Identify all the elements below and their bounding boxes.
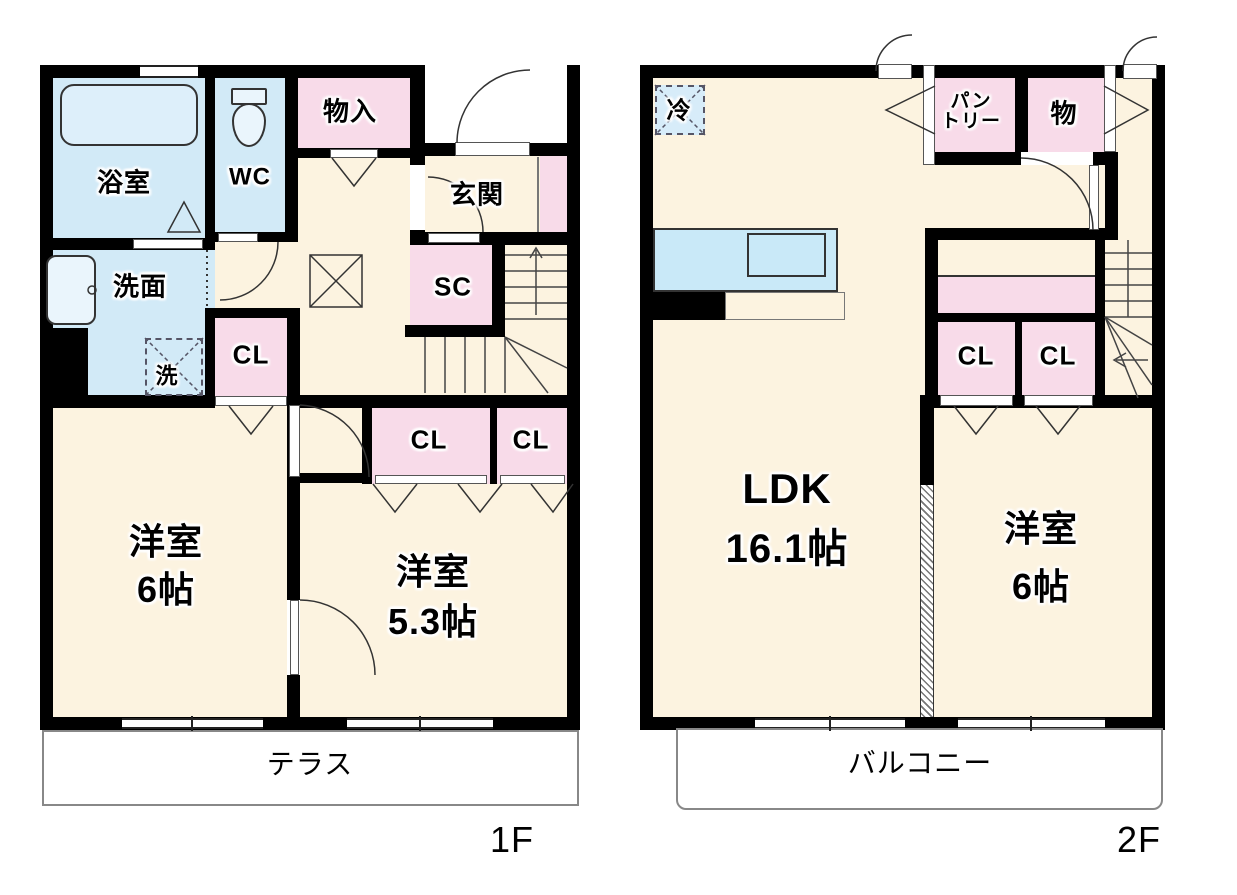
washer-label: 洗 bbox=[155, 363, 179, 389]
bedroom2-size-label: 5.3帖 bbox=[387, 601, 479, 643]
pantry-label-line2: トリー bbox=[940, 111, 1002, 132]
wall bbox=[490, 398, 497, 484]
wall bbox=[1095, 237, 1105, 395]
bedroom1-door-leaf bbox=[289, 405, 300, 477]
closet1-area bbox=[205, 308, 300, 398]
closet2f-1-door bbox=[940, 395, 1013, 406]
entrance-side-closet bbox=[540, 155, 567, 232]
balcony-outline bbox=[676, 728, 1163, 810]
closet2f-1-area bbox=[938, 313, 1015, 404]
entrance-door bbox=[455, 142, 530, 156]
storage-monoire-label: 物入 bbox=[322, 96, 378, 127]
bedroom1-name-label: 洋室 bbox=[128, 521, 204, 563]
closet1-label: CL bbox=[232, 339, 270, 370]
wall bbox=[925, 313, 1095, 322]
wall bbox=[287, 395, 580, 408]
wall bbox=[362, 398, 372, 484]
entrance-porch bbox=[412, 64, 567, 143]
wc-label: WC bbox=[229, 163, 271, 191]
wall bbox=[205, 308, 300, 318]
accordion-partition bbox=[920, 485, 934, 717]
wall bbox=[640, 65, 878, 78]
bedroom2f-name-label: 洋室 bbox=[1003, 508, 1079, 550]
washbasin bbox=[46, 255, 96, 325]
entrance-step-line bbox=[537, 157, 539, 232]
bedroom2-door-leaf bbox=[290, 600, 299, 675]
wc-door bbox=[218, 233, 258, 242]
bedroom2-terrace-window bbox=[347, 718, 493, 729]
floor1-label: 1F bbox=[489, 819, 535, 861]
shoe-closet-area bbox=[410, 232, 505, 337]
kitchen-wall-stub bbox=[640, 292, 725, 320]
pantry-area bbox=[923, 65, 1018, 165]
wall bbox=[1105, 152, 1118, 240]
closet2-label: CL bbox=[410, 424, 448, 455]
bathroom-door bbox=[133, 239, 203, 249]
bathroom-label: 浴室 bbox=[96, 167, 152, 198]
top-door-right bbox=[1123, 64, 1157, 79]
closet2f-2-label: CL bbox=[1039, 340, 1077, 371]
pantry-door bbox=[923, 65, 935, 165]
ldk-size-label: 16.1帖 bbox=[725, 527, 849, 571]
wall bbox=[205, 308, 215, 398]
wall bbox=[925, 228, 1105, 240]
wall bbox=[492, 232, 505, 337]
storage-mono-label: 物 bbox=[1050, 98, 1078, 129]
storage-mono-door bbox=[1104, 65, 1116, 152]
bathtub bbox=[60, 84, 198, 146]
bedroom1-terrace-window bbox=[122, 718, 263, 729]
closet-row-area bbox=[362, 395, 567, 484]
closet2f-2-area bbox=[1022, 313, 1095, 404]
floor2-label: 2F bbox=[1116, 819, 1162, 861]
wall bbox=[300, 473, 372, 483]
top-door-left bbox=[878, 64, 912, 79]
storage-monoire-door bbox=[330, 149, 378, 158]
closet3-door bbox=[500, 475, 565, 484]
wall bbox=[40, 65, 140, 78]
kitchen-counter-front bbox=[725, 292, 845, 320]
wall bbox=[640, 65, 653, 730]
closet2f-1-label: CL bbox=[957, 340, 995, 371]
shoe-closet-label: SC bbox=[433, 271, 473, 302]
ldk-bedroom-divider bbox=[920, 400, 934, 485]
wall bbox=[410, 65, 425, 155]
bedroom2-name-label: 洋室 bbox=[395, 551, 471, 593]
hall-counter-band bbox=[938, 275, 1095, 313]
wall bbox=[40, 395, 215, 408]
kitchen-sink bbox=[747, 233, 826, 277]
terrace-label: テラス bbox=[266, 748, 354, 780]
wall bbox=[405, 325, 505, 337]
pantry-label-line1: パン bbox=[950, 91, 992, 113]
entrance-hall-opening bbox=[410, 165, 425, 230]
shoe-closet-door bbox=[428, 233, 480, 243]
closet2-door bbox=[375, 475, 487, 484]
kitchen-counter bbox=[653, 228, 838, 292]
bathroom-window bbox=[140, 65, 198, 78]
balcony-label: バルコニー bbox=[847, 747, 993, 779]
toilet-bowl bbox=[232, 103, 266, 147]
storage-monoire-area bbox=[285, 65, 410, 158]
entrance-label: 玄関 bbox=[449, 179, 505, 210]
storage-mono-area bbox=[1018, 65, 1115, 165]
terrace-outline bbox=[42, 730, 579, 806]
closet1-door bbox=[215, 396, 287, 406]
closet2f-2-door bbox=[1024, 395, 1093, 406]
wall bbox=[1015, 65, 1028, 165]
ldk-name-label: LDK bbox=[742, 464, 832, 512]
wall bbox=[205, 65, 215, 250]
pantry-label: パン トリー bbox=[941, 92, 1001, 132]
bedroom2f-size-label: 6帖 bbox=[1011, 566, 1071, 608]
wall bbox=[198, 65, 412, 78]
closet3-label: CL bbox=[512, 424, 550, 455]
hall-ldk-opening bbox=[1021, 152, 1093, 165]
bedroom1-size-label: 6帖 bbox=[136, 569, 196, 611]
wall bbox=[40, 717, 580, 730]
washroom-label: 洗面 bbox=[112, 271, 168, 302]
wall bbox=[1015, 313, 1022, 404]
refrigerator-label: 冷 bbox=[666, 97, 692, 125]
hall-ldk-door-leaf bbox=[1089, 165, 1099, 230]
